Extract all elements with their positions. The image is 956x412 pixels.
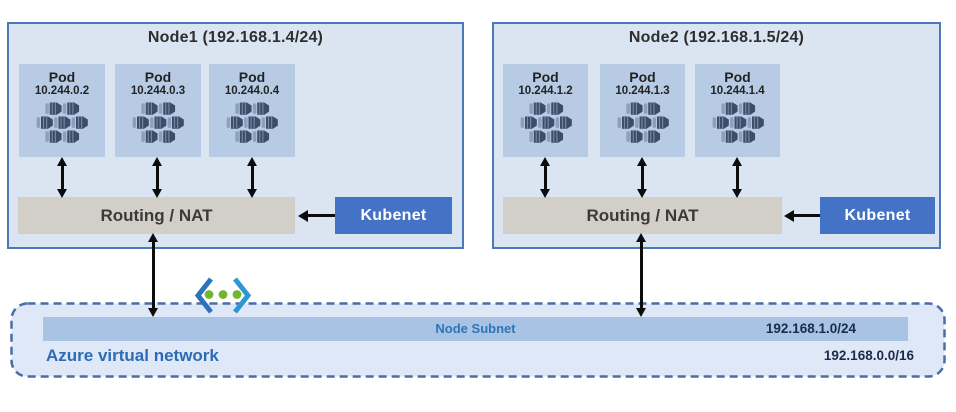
kubenet-label: Kubenet (844, 206, 911, 224)
routing-nat-label: Routing / NAT (586, 205, 699, 225)
subnet-cidr: 192.168.1.0/24 (765, 321, 856, 336)
routing-nat-label: Routing / NAT (100, 205, 213, 225)
node1-pod-3: Pod 10.244.0.4 (209, 64, 295, 157)
node2-subnet-arrow (635, 233, 647, 317)
container-cluster-icon (709, 102, 767, 144)
node2-kubenet-box: Kubenet (820, 197, 935, 234)
node-subnet-label: Node Subnet (435, 321, 516, 336)
pod1-routing-arrow (56, 157, 68, 198)
node1-routing-nat-bar: Routing / NAT (18, 197, 295, 234)
pod-ip: 10.244.1.2 (518, 85, 573, 98)
node1-pod-1: Pod 10.244.0.2 (19, 64, 105, 157)
pod-label: Pod (48, 69, 76, 85)
pod-label: Pod (724, 69, 751, 85)
kubenet-label: Kubenet (360, 206, 427, 224)
pod-label: Pod (532, 69, 559, 85)
node2-routing-nat-bar: Routing / NAT (503, 197, 782, 234)
pod-ip: 10.244.1.4 (710, 85, 765, 98)
node1-subnet-arrow (147, 233, 159, 317)
node2-pod-1: Pod 10.244.1.2 (503, 64, 588, 157)
node-subnet-bar: Node Subnet 192.168.1.0/24 (43, 317, 908, 341)
pod-ip: 10.244.1.3 (615, 85, 670, 98)
node1-pod-2: Pod 10.244.0.3 (115, 64, 201, 157)
container-cluster-icon (129, 102, 187, 144)
azure-virtual-network-label: Azure virtual network (46, 346, 219, 365)
node1-kubenet-box: Kubenet (335, 197, 452, 234)
pod-label: Pod (629, 69, 656, 85)
node2-pod-3: Pod 10.244.1.4 (695, 64, 780, 157)
kubenet-routing-arrow (784, 209, 820, 222)
node2-pod-2: Pod 10.244.1.3 (600, 64, 685, 157)
pod-label: Pod (238, 69, 266, 85)
azure-virtual-network-box: Node Subnet 192.168.1.0/24 Azure virtual… (10, 302, 946, 378)
node1-title: Node1 (192.168.1.4/24) (147, 29, 324, 46)
node2-title: Node2 (192.168.1.5/24) (628, 29, 805, 46)
pod2-routing-arrow (151, 157, 163, 198)
pod-ip: 10.244.0.3 (130, 85, 186, 98)
pod3-routing-arrow (731, 157, 743, 198)
pod3-routing-arrow (246, 157, 258, 198)
pod2-routing-arrow (636, 157, 648, 198)
node1-box: Node1 (192.168.1.4/24) Pod 10.244.0.2 Po… (7, 22, 464, 249)
container-cluster-icon (614, 102, 672, 144)
pod-ip: 10.244.0.2 (34, 85, 90, 98)
kubenet-routing-arrow (298, 209, 335, 222)
container-cluster-icon (517, 102, 575, 144)
container-cluster-icon (33, 102, 91, 144)
vnet-cidr: 192.168.0.0/16 (823, 348, 914, 363)
pod1-routing-arrow (539, 157, 551, 198)
node2-box: Node2 (192.168.1.5/24) Pod 10.244.1.2 Po… (492, 22, 941, 249)
pod-ip: 10.244.0.4 (224, 85, 280, 98)
vnet-chevrons-dots-icon (194, 277, 252, 314)
container-cluster-icon (223, 102, 281, 144)
pod-label: Pod (144, 69, 172, 85)
